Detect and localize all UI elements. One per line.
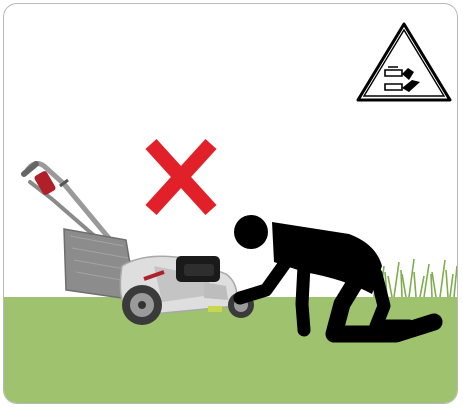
safety-illustration (4, 4, 458, 404)
prohibited-cross-icon (151, 144, 211, 210)
illustration-frame (3, 3, 458, 404)
warning-sign-icon (358, 24, 450, 100)
